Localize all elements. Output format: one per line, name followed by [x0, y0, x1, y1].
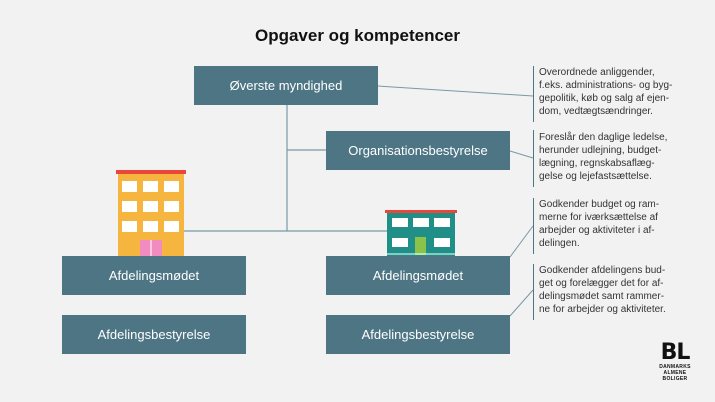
note-overste: Overordnede anliggender, f.eks. administ…: [539, 67, 673, 117]
pointer-afdelingsbestyrelse: [509, 289, 534, 317]
bl-logo: BL DANMARKS ALMENE BOLIGER: [650, 340, 700, 383]
logo-line-2: ALMENE: [663, 370, 687, 376]
bracket-organisation: [533, 130, 534, 187]
bracket-afdelingsmodet: [533, 198, 534, 254]
yellow-building-icon: [116, 170, 186, 260]
teal-building-icon: [385, 210, 457, 260]
note-afdelingsmodet: Godkender budget og ram- merne for iværk…: [539, 199, 660, 249]
diagram-title: Opgaver og kompetencer: [254, 26, 460, 45]
pointer-overste: [377, 85, 534, 97]
logo-mark: BL: [660, 340, 691, 365]
box-afdelingsbestyrelse-right: Afdelingsbestyrelse: [326, 315, 510, 354]
logo-line-1: DANMARKS: [659, 364, 691, 370]
bracket-overste: [533, 66, 534, 122]
logo-line-3: BOLIGER: [662, 376, 688, 382]
bracket-afdelingsbestyrelse: [533, 264, 534, 320]
pointer-afdelingsmodet: [509, 225, 534, 258]
box-afdelingsmodet-left: Afdelingsmødet: [62, 256, 246, 295]
box-organisationsbestyrelse: Organisationsbestyrelse: [326, 131, 510, 170]
note-organisation: Foreslår den daglige ledelse, herunder u…: [539, 132, 668, 182]
box-afdelingsbestyrelse-left: Afdelingsbestyrelse: [62, 315, 246, 354]
pointer-organisation: [509, 150, 534, 159]
box-overste-myndighed: Øverste myndighed: [194, 66, 378, 105]
box-afdelingsmodet-right: Afdelingsmødet: [326, 256, 510, 295]
note-afdelingsbestyrelse: Godkender afdelingens bud- get og forelæ…: [539, 265, 666, 315]
